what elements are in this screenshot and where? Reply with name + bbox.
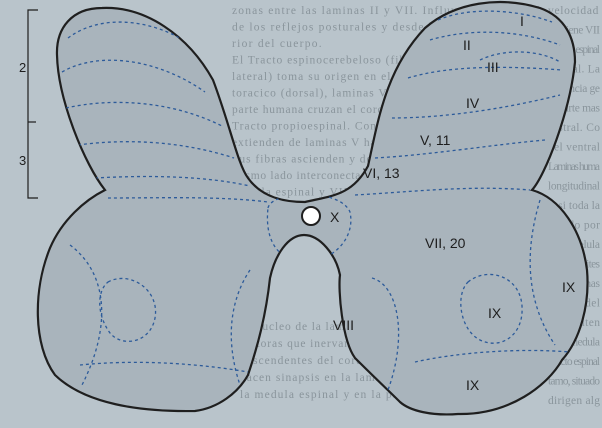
label-lamina-III: III (487, 59, 499, 75)
label-lamina-IX-right: IX (562, 279, 576, 295)
label-lamina-IV: IV (466, 95, 480, 111)
label-lamina-VII: VII, 20 (425, 235, 466, 251)
label-lamina-VI: VI, 13 (363, 165, 400, 181)
label-lamina-IX-bottom: IX (466, 377, 480, 393)
label-lamina-X: X (330, 209, 340, 225)
background-text-line: parte humana cruzan el cordon. (232, 104, 400, 116)
label-lamina-VIII: VIII (333, 317, 354, 333)
background-text-line: longitudinal (548, 181, 600, 193)
background-text-line: tamo, situado (548, 376, 600, 388)
background-text-line: dirigen alg (548, 395, 600, 407)
scale-label-2: 2 (19, 60, 26, 75)
background-text-line: Laminas huma (548, 161, 600, 173)
central-canal (302, 207, 320, 225)
label-lamina-IX-mid: IX (488, 305, 502, 321)
label-lamina-I: I (520, 13, 524, 29)
background-text-line: rior del cuerpo. (232, 38, 322, 50)
label-lamina-V: V, 11 (420, 132, 451, 148)
label-lamina-II: II (463, 37, 471, 53)
scale-bracket-line (28, 10, 38, 198)
scale-bracket: 2 3 (19, 10, 38, 198)
scale-label-3: 3 (19, 153, 26, 168)
